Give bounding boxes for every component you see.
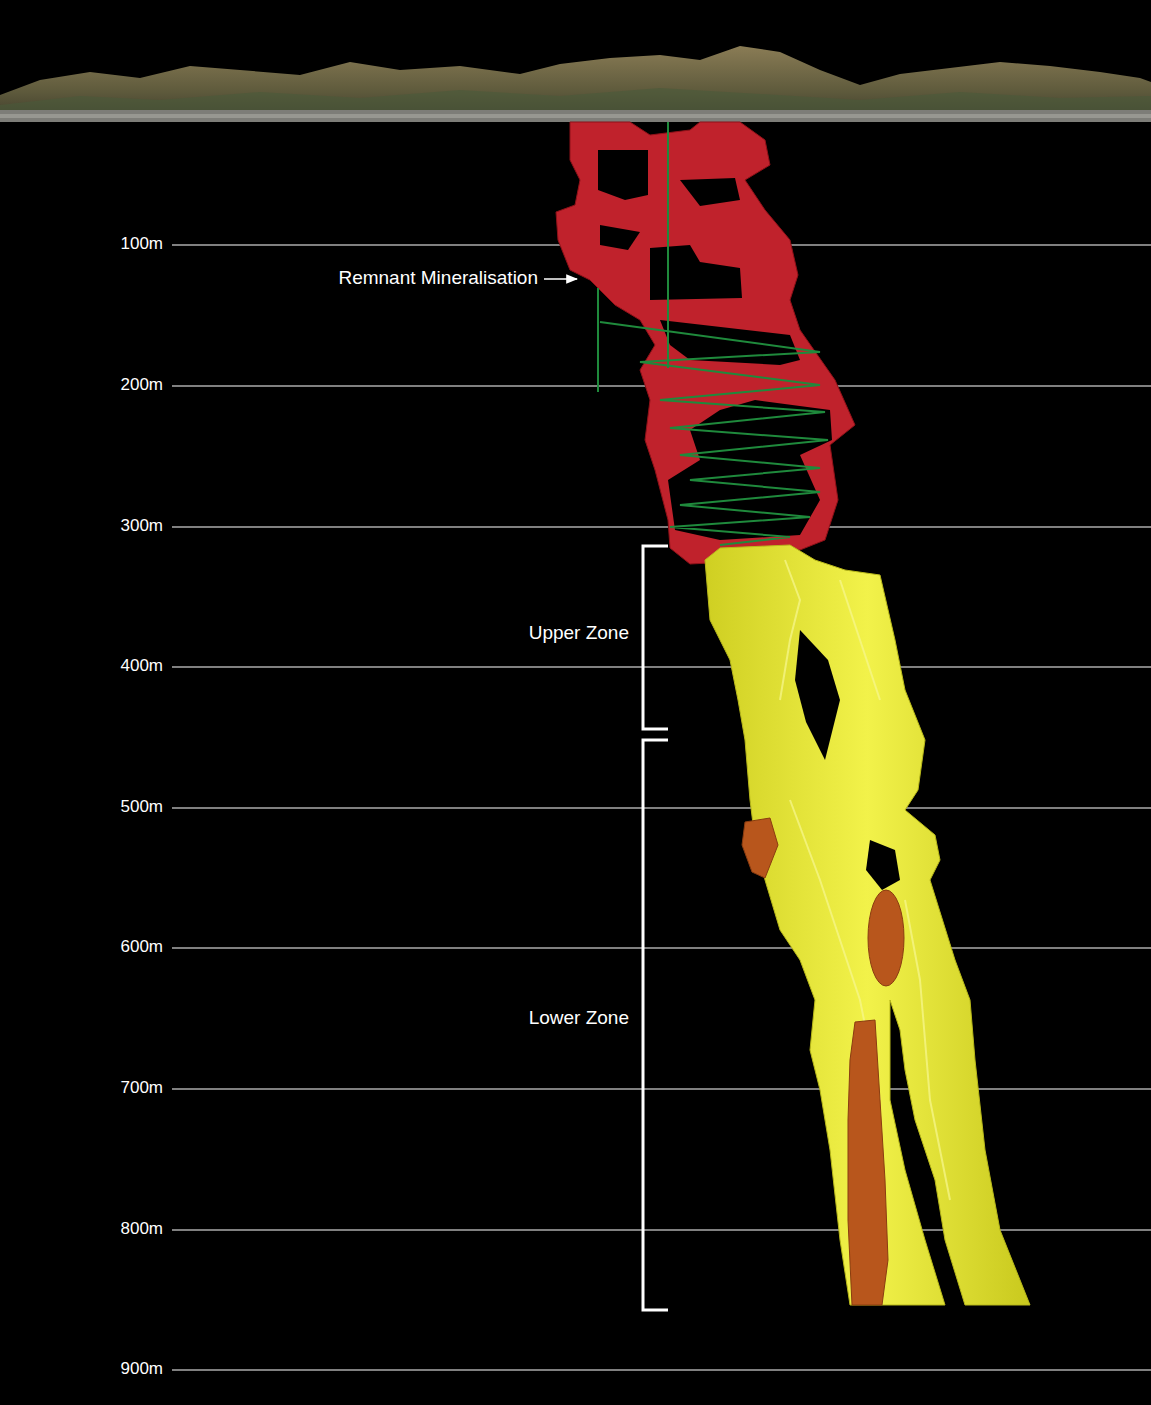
depth-label: 100m	[120, 234, 163, 254]
surface-strip-light	[0, 114, 1151, 118]
depth-label: 800m	[120, 1219, 163, 1239]
depth-label: 700m	[120, 1078, 163, 1098]
depth-label: 500m	[120, 797, 163, 817]
terrain-shade	[0, 88, 1151, 122]
orebody-gaps	[795, 630, 900, 890]
depth-label: 200m	[120, 375, 163, 395]
upper-lower-orebody	[705, 545, 1030, 1305]
zone-label: Lower Zone	[529, 1007, 629, 1030]
zone-brackets	[643, 546, 668, 1310]
zone-label: Upper Zone	[529, 622, 629, 645]
leader-arrow	[544, 278, 577, 280]
high-grade-shoots	[742, 818, 904, 1305]
terrain	[0, 46, 1151, 122]
surface-strip	[0, 110, 1151, 122]
depth-label: 400m	[120, 656, 163, 676]
depth-label: 600m	[120, 937, 163, 957]
mine-development	[598, 122, 828, 545]
remnant-orebody	[556, 122, 855, 564]
depth-label: 300m	[120, 516, 163, 536]
depth-label: 900m	[120, 1359, 163, 1379]
callout-label: Remnant Mineralisation	[338, 267, 538, 290]
